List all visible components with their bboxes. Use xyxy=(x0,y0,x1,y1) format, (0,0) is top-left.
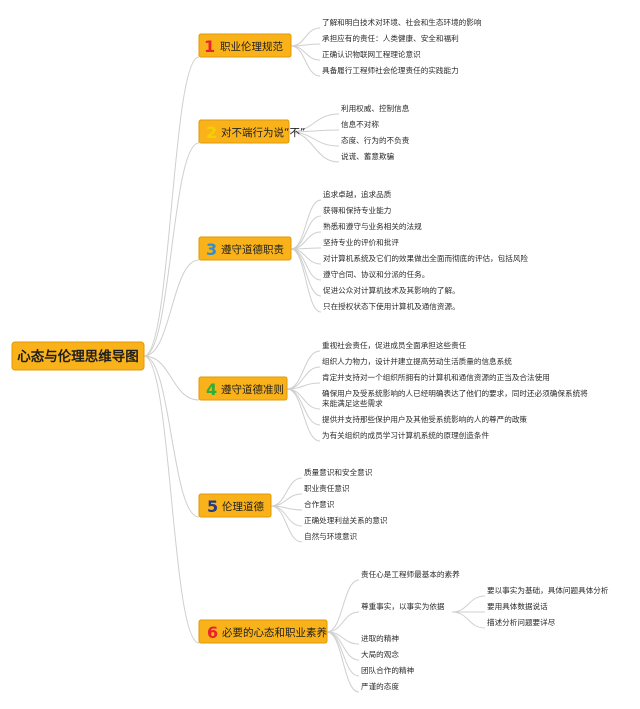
branch-3-to-item-3-line xyxy=(290,231,322,250)
branch-6-sub-line-3 xyxy=(451,611,486,629)
branch-1-to-item-4-line xyxy=(290,45,321,77)
branch-3-to-item-1-line xyxy=(290,199,322,250)
branch-2-item-1: 利用权威、控制信息 xyxy=(341,103,410,113)
branch-1-to-item-1-line xyxy=(290,27,321,47)
branch-6-to-item-2-line xyxy=(326,611,360,633)
branch-4-to-item-5-line xyxy=(286,388,321,426)
branch-5-item-4: 正确处理利益关系的意识 xyxy=(304,515,388,525)
branch-2: 2 对不端行为说“不” 利用权威、控制信息 信息不对称 态度、行为的不负责 说谎… xyxy=(198,103,410,161)
branch-2-label: 对不端行为说“不” xyxy=(221,126,305,139)
root-to-branch-1-line xyxy=(143,56,200,357)
branch-4-item-5: 提供并支持那些保护用户及其他受系统影响的人的尊严的政策 xyxy=(322,414,527,424)
branch-5-item-3: 合作意识 xyxy=(304,499,335,509)
branch-5-item-5: 自然与环境意识 xyxy=(304,531,358,541)
branch-3-item-6: 遵守合同、协议和分派的任务。 xyxy=(323,269,429,279)
branch-6-item-2: 尊重事实，以事实为依据 xyxy=(361,601,445,611)
branch-4: 4 遵守道德准则 重视社会责任，促进成员全面承担这些责任 组织人力物力，设计并建… xyxy=(198,340,588,440)
branch-6-item-6: 严谨的态度 xyxy=(361,681,399,691)
branch-6-number: 6 xyxy=(207,623,218,642)
branch-2-to-item-4-line xyxy=(288,131,340,163)
branch-1-item-2: 承担应有的责任：人类健康、安全和福利 xyxy=(322,33,459,43)
branch-5-item-2: 职业责任意识 xyxy=(304,483,350,493)
branch-4-to-item-3-line xyxy=(286,382,321,390)
branch-3-item-8: 只在授权状态下使用计算机及通信资源。 xyxy=(323,301,460,311)
branch-6-label: 必要的心态和职业素养 xyxy=(222,626,327,639)
branch-6-item-5: 团队合作的精神 xyxy=(361,665,415,675)
branch-6-subitem-1: 要以事实为基础，具体问题具体分析 xyxy=(487,585,609,595)
branch-3-number: 3 xyxy=(206,240,217,259)
branch-6-item-3: 进取的精神 xyxy=(361,633,399,643)
branch-6-subitem-3: 描述分析问题要详尽 xyxy=(487,617,556,627)
branch-4-to-item-1-line xyxy=(286,350,321,390)
branch-2-item-2: 信息不对称 xyxy=(341,119,379,129)
branch-5-number: 5 xyxy=(207,497,218,516)
connector-lines xyxy=(143,27,486,693)
branch-6-to-item-4-line xyxy=(326,631,360,661)
branch-6-subitem-2: 要用具体数据说话 xyxy=(487,601,548,611)
root-to-branch-3-line xyxy=(143,259,200,357)
branch-5-to-item-5-line xyxy=(270,505,303,543)
branch-4-to-item-6-line xyxy=(286,388,321,442)
branch-2-item-3: 态度、行为的不负责 xyxy=(341,135,410,145)
branch-4-label: 遵守道德准则 xyxy=(221,383,284,396)
branch-5: 5 伦理道德 质量意识和安全意识 职业责任意识 合作意识 正确处理利益关系的意识… xyxy=(198,467,388,541)
branch-5-item-1: 质量意识和安全意识 xyxy=(304,467,373,477)
branch-4-item-6: 为有关组织的成员学习计算机系统的原理创造条件 xyxy=(322,430,489,440)
branch-4-number: 4 xyxy=(206,380,217,399)
branch-3-to-item-2-line xyxy=(290,215,322,250)
branch-4-item-3: 肯定并支持对一个组织所拥有的计算机和通信资源的正当及合法使用 xyxy=(322,372,550,382)
branch-4-item-4a: 确保用户及受系统影响的人已经明确表达了他们的要求，同时还必须确保系统将 xyxy=(322,388,588,398)
root-to-branch-6-line xyxy=(143,355,200,644)
root-to-branch-5-line xyxy=(143,355,200,518)
branch-4-item-4b: 来能满足这些需求 xyxy=(322,398,383,408)
branch-3-to-item-6-line xyxy=(290,248,322,281)
branch-1-label: 职业伦理规范 xyxy=(220,40,283,53)
branch-3-to-item-8-line xyxy=(290,248,322,313)
branch-4-item-2: 组织人力物力，设计并建立提高劳动生活质量的信息系统 xyxy=(322,356,512,366)
root-to-branch-4-line xyxy=(143,355,200,401)
branch-3-item-2: 获得和保持专业能力 xyxy=(323,205,391,215)
root-to-branch-2-line xyxy=(143,142,200,357)
branch-2-item-4: 说谎、蓄意欺骗 xyxy=(341,151,395,161)
branch-1-item-4: 具备履行工程师社会伦理责任的实践能力 xyxy=(322,65,459,75)
branch-3-item-3: 熟悉和遵守与业务相关的法规 xyxy=(323,221,422,231)
branch-6-to-item-1-line xyxy=(326,579,360,633)
branch-1-item-3: 正确认识物联网工程理论意识 xyxy=(322,49,421,59)
branch-5-to-item-2-line xyxy=(270,493,303,507)
branch-5-label: 伦理道德 xyxy=(222,500,264,513)
branch-1-to-item-3-line xyxy=(290,45,321,61)
branch-1-item-1: 了解和明白技术对环境、社会和生态环境的影响 xyxy=(322,17,482,27)
branch-3-item-1: 追求卓越，追求品质 xyxy=(323,189,392,199)
branch-6-sub-line-1 xyxy=(451,595,486,613)
branch-6-item-4: 大局的观念 xyxy=(361,649,399,659)
branch-6-to-item-6-line xyxy=(326,631,360,693)
branch-1: 1 职业伦理规范 了解和明白技术对环境、社会和生态环境的影响 承担应有的责任：人… xyxy=(198,17,482,75)
root-node: 心态与伦理思维导图 xyxy=(11,341,145,371)
branch-3-item-7: 促进公众对计算机技术及其影响的了解。 xyxy=(323,285,460,295)
branch-2-number: 2 xyxy=(206,123,217,142)
root-title: 心态与伦理思维导图 xyxy=(17,348,139,365)
branch-1-number: 1 xyxy=(204,37,215,56)
branch-6-item-1: 责任心是工程师最基本的素养 xyxy=(361,569,460,579)
branch-3-item-5: 对计算机系统及它们的效果做出全面而彻底的评估，包括风险 xyxy=(323,253,528,263)
branch-3-item-4: 坚持专业的评价和批评 xyxy=(323,237,399,247)
branch-5-to-item-1-line xyxy=(270,477,303,507)
branch-6: 6 必要的心态和职业素养 责任心是工程师最基本的素养 尊重事实，以事实为依据 进… xyxy=(198,569,609,691)
branch-4-item-1: 重视社会责任，促进成员全面承担这些责任 xyxy=(322,340,467,350)
branch-3: 3 遵守道德职责 追求卓越，追求品质 获得和保持专业能力 熟悉和遵守与业务相关的… xyxy=(198,189,528,311)
branch-3-label: 遵守道德职责 xyxy=(221,243,284,256)
